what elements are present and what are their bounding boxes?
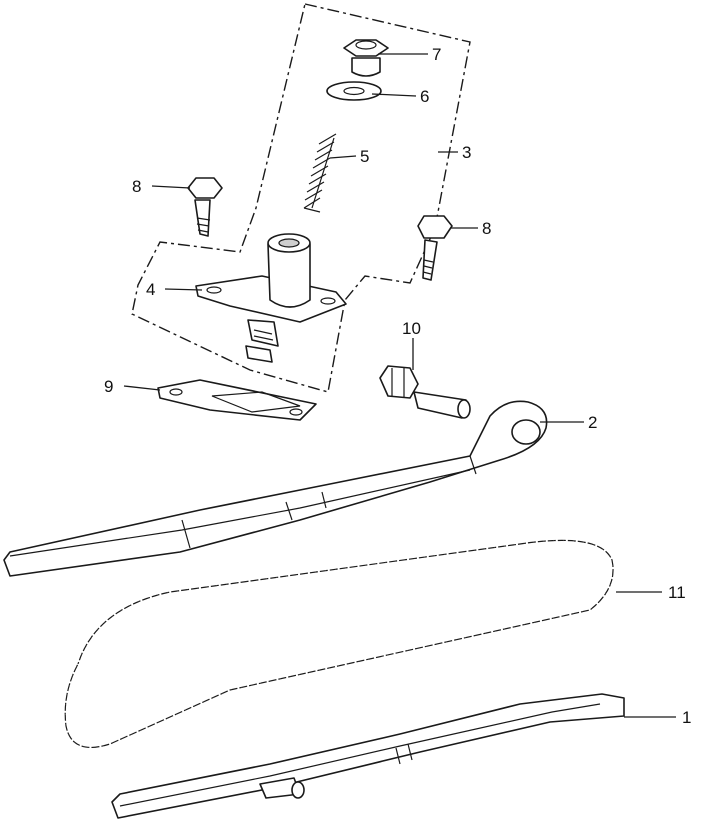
tensioner-body-part bbox=[195, 233, 347, 363]
bolt-right-part bbox=[417, 215, 453, 281]
lower-guide-part bbox=[111, 693, 625, 819]
timing-chain-part bbox=[61, 536, 617, 751]
spring-part bbox=[303, 133, 337, 213]
cap-bolt-part bbox=[343, 39, 389, 77]
leader-lines bbox=[123, 53, 676, 718]
callout-10: 10 bbox=[402, 319, 421, 338]
callout-11: 11 bbox=[668, 583, 686, 602]
callout-1: 1 bbox=[682, 708, 691, 727]
callout-8-right: 8 bbox=[482, 219, 491, 238]
callout-9: 9 bbox=[104, 377, 113, 396]
upper-guide-part bbox=[3, 400, 548, 577]
gasket-part bbox=[157, 379, 317, 421]
callout-4: 4 bbox=[146, 280, 155, 299]
callout-8-left: 8 bbox=[132, 177, 141, 196]
washer-part bbox=[326, 81, 382, 101]
callout-5: 5 bbox=[360, 147, 369, 166]
callout-2: 2 bbox=[588, 413, 597, 432]
bolt-left-part bbox=[187, 177, 223, 237]
callout-6: 6 bbox=[420, 87, 429, 106]
pivot-bolt-part bbox=[379, 365, 471, 419]
callout-7: 7 bbox=[432, 45, 441, 64]
callout-3: 3 bbox=[462, 143, 471, 162]
